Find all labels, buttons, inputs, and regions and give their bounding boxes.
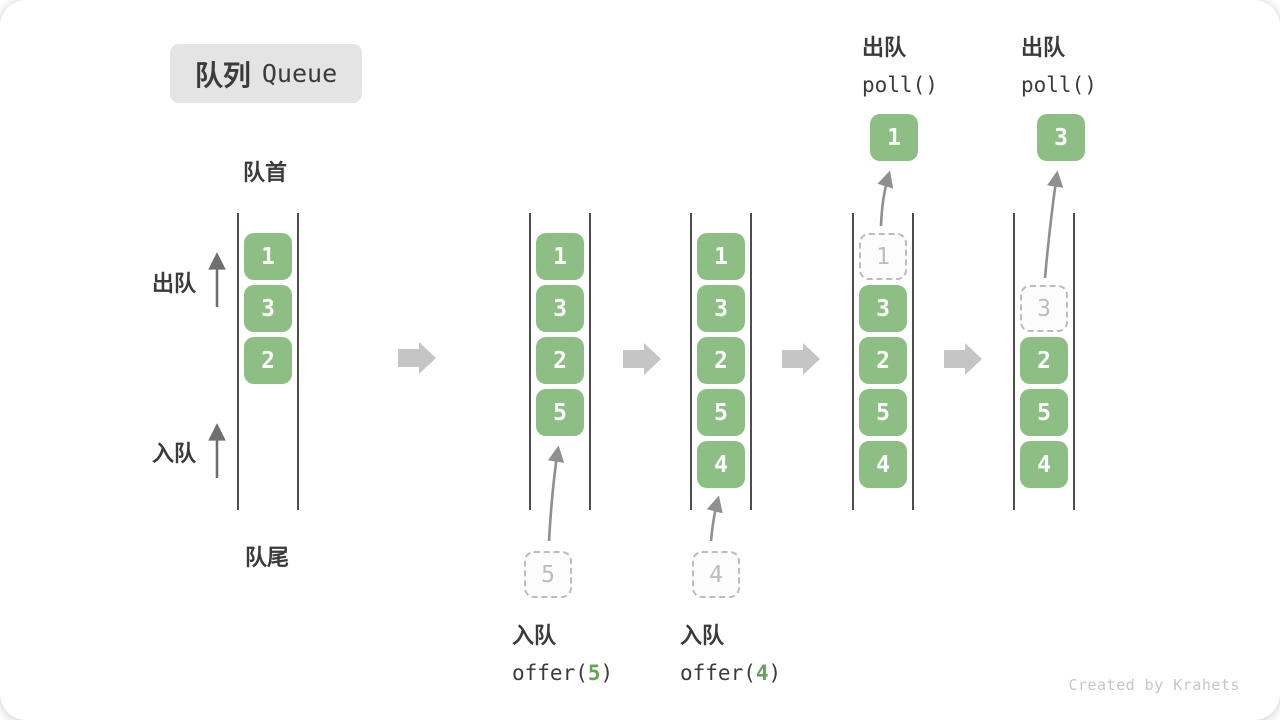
queue-container-walls — [237, 213, 1075, 510]
queue-item-filled: 3 — [697, 285, 745, 332]
op-poll-3-title: 出队 — [1021, 36, 1066, 61]
queue-item-filled: 2 — [536, 337, 584, 384]
next-state-arrow-icon — [398, 342, 436, 374]
op-enqueue-5-title: 入队 — [512, 624, 557, 649]
poll-arrow-3-icon — [1043, 170, 1064, 279]
queue-item-filled: 3 — [536, 285, 584, 332]
label-queue-rear: 队尾 — [245, 546, 290, 571]
state-transition-arrows — [398, 342, 982, 375]
polled-value-3: 3 — [1037, 114, 1085, 161]
op-enqueue-4: 入队 offer(4) — [680, 618, 781, 685]
label-dequeue-side: 出队 — [152, 272, 197, 297]
op-poll-1-title: 出队 — [862, 36, 907, 61]
queue-item-filled: 2 — [1020, 337, 1068, 384]
queue-item-filled: 2 — [244, 337, 292, 384]
queue-item-filled: 1 — [536, 233, 584, 280]
next-state-arrow-icon — [944, 343, 982, 375]
op-poll-3-code: poll() — [1021, 73, 1097, 97]
op-enqueue-4-title: 入队 — [680, 624, 725, 649]
title-en: Queue — [261, 59, 338, 88]
op-poll-3: 出队 poll() — [1021, 30, 1097, 97]
queue-item-filled: 2 — [697, 337, 745, 384]
label-enqueue-side: 入队 — [152, 442, 197, 467]
enqueue-value-4: 4 — [692, 551, 740, 598]
title-zh: 队列 — [194, 58, 251, 92]
queue-item-dashed: 1 — [859, 233, 907, 280]
credit-text: Created by Krahets — [1068, 676, 1240, 694]
queue-item-filled: 2 — [859, 337, 907, 384]
enqueue-arrow-4-icon — [706, 495, 723, 542]
op-poll-1-code: poll() — [862, 73, 938, 97]
op-enqueue-5: 入队 offer(5) — [512, 618, 613, 685]
queue-item-filled: 5 — [697, 389, 745, 436]
op-enqueue-5-code: offer(5) — [512, 661, 614, 685]
poll-arrow-1-icon — [877, 170, 894, 227]
queue-item-filled: 1 — [244, 233, 292, 280]
next-state-arrow-icon — [782, 343, 820, 375]
polled-value-1: 1 — [870, 114, 918, 161]
queue-item-filled: 5 — [859, 389, 907, 436]
queue-item-filled: 5 — [536, 389, 584, 436]
label-queue-front: 队首 — [243, 161, 288, 186]
next-state-arrow-icon — [623, 343, 661, 375]
queue-item-filled: 3 — [244, 285, 292, 332]
op-enqueue-4-code: offer(4) — [680, 661, 782, 685]
queue-item-filled: 3 — [859, 285, 907, 332]
queue-item-filled: 4 — [697, 441, 745, 488]
queue-item-dashed: 3 — [1020, 285, 1068, 332]
queue-item-filled: 5 — [1020, 389, 1068, 436]
title-badge: 队列 Queue — [170, 44, 362, 103]
enqueue-arrow-5-icon — [547, 445, 565, 542]
enqueue-value-5: 5 — [524, 551, 572, 598]
op-poll-1: 出队 poll() — [862, 30, 938, 97]
queue-item-filled: 1 — [697, 233, 745, 280]
queue-item-filled: 4 — [859, 441, 907, 488]
queue-item-filled: 4 — [1020, 441, 1068, 488]
